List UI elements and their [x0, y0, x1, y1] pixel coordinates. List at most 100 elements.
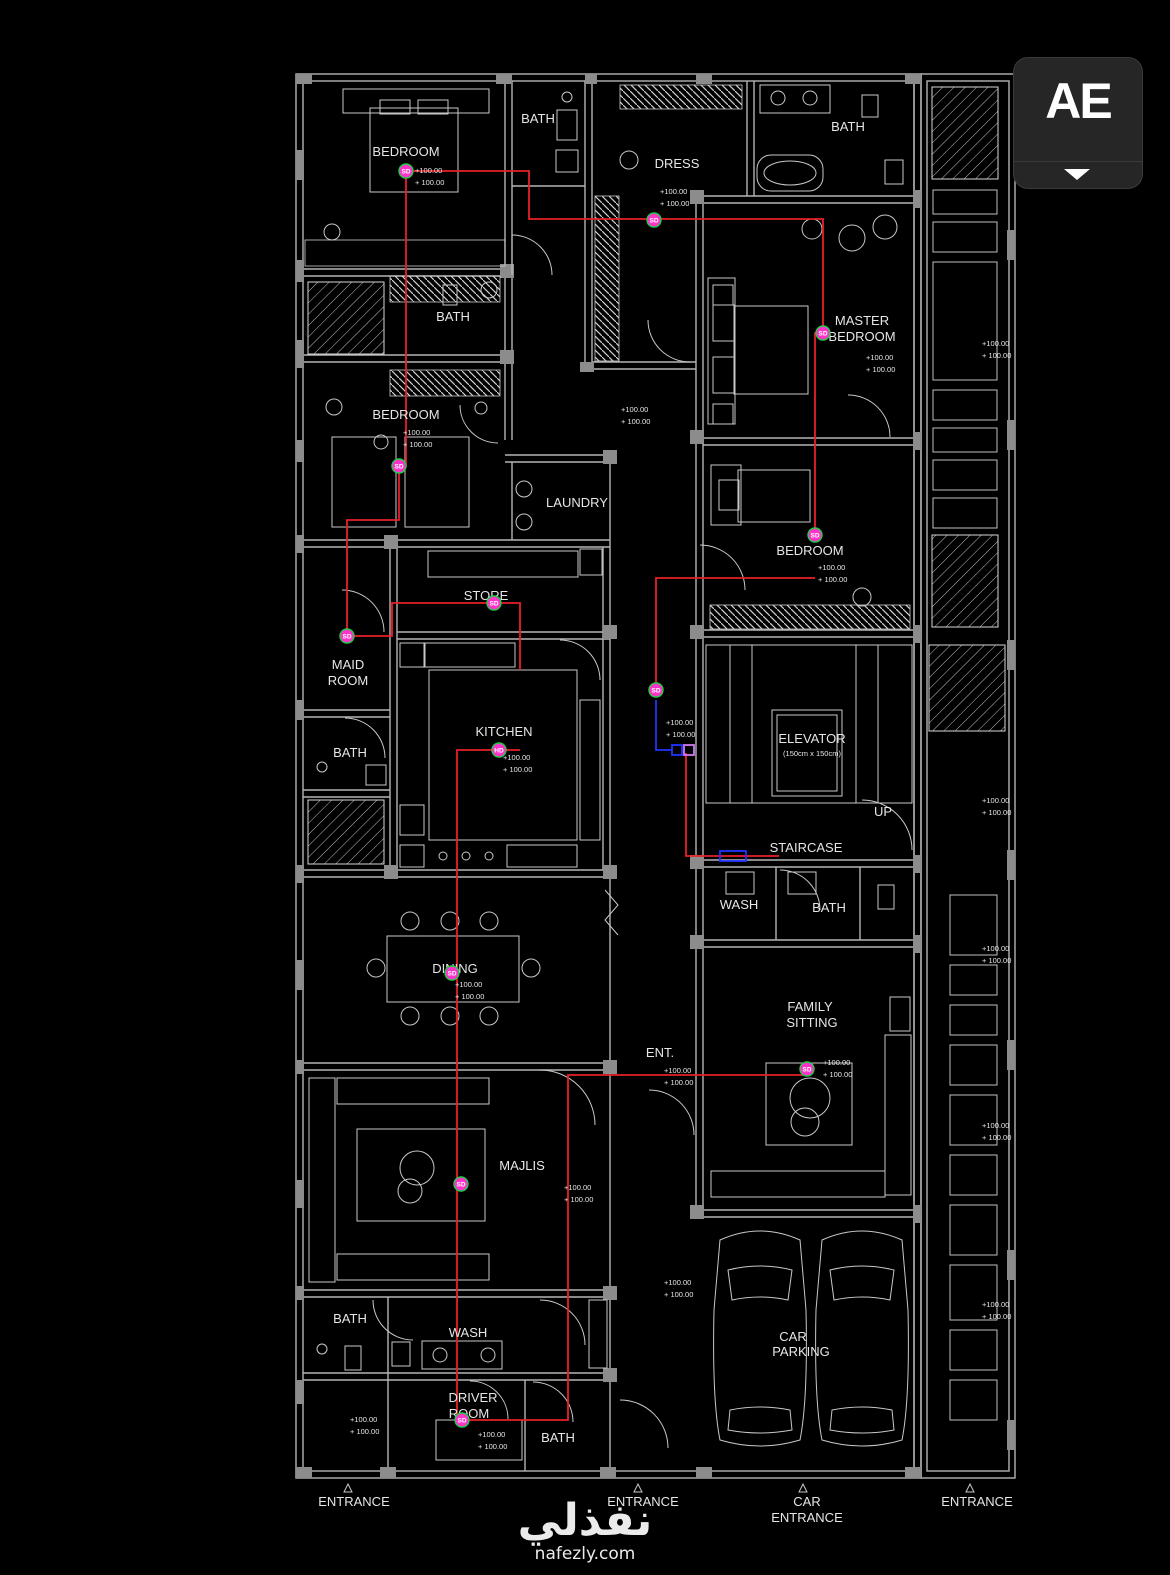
elevation-tag: +100.00 [621, 405, 648, 414]
room-label: WASH [449, 1325, 488, 1340]
elevation-tag: +100.00 [982, 796, 1009, 805]
chevron-down-icon[interactable] [1064, 169, 1090, 180]
app-badge[interactable]: AE [1014, 58, 1142, 188]
room-label: MASTER [835, 313, 889, 328]
smoke-detector: SD [807, 527, 823, 543]
room-label: UP [874, 804, 892, 819]
watermark: نفذلي nafezly.com [495, 1495, 675, 1565]
elevation-tag: + 100.00 [823, 1070, 852, 1079]
smoke-detector: SD [799, 1061, 815, 1077]
elevation-tag: + 100.00 [503, 765, 532, 774]
elevation-tag: + 100.00 [455, 992, 484, 1001]
room-label: DRESS [655, 156, 700, 171]
elevation-tag: +100.00 [982, 1300, 1009, 1309]
smoke-detector: SD [648, 682, 664, 698]
elevation-tag: + 100.00 [564, 1195, 593, 1204]
elevation-tags: +100.00 + 100.00 +100.00 + 100.00 +100.00 + 1… [350, 166, 1011, 1451]
room-label: CAR [779, 1329, 806, 1344]
room-label: KITCHEN [475, 724, 532, 739]
elevation-tag: +100.00 [664, 1278, 691, 1287]
elevation-tag: + 100.00 [415, 178, 444, 187]
detector-label: HD [494, 748, 504, 755]
elevation-tag: + 100.00 [982, 1133, 1011, 1142]
detector-icon [646, 212, 662, 228]
elevation-tag: + 100.00 [403, 440, 432, 449]
smoke-detector: SD [646, 212, 662, 228]
planter-areas [307, 86, 1006, 865]
smoke-detector: SD [453, 1176, 469, 1192]
room-label: SITTING [786, 1015, 837, 1030]
room-label: WASH [720, 897, 759, 912]
detector-icon [807, 527, 823, 543]
detector-label: SD [818, 331, 827, 338]
detector-icon [398, 163, 414, 179]
elevation-tag: + 100.00 [982, 808, 1011, 817]
elevation-tag: + 100.00 [664, 1290, 693, 1299]
room-label: BEDROOM [776, 543, 843, 558]
landscape-slabs [932, 189, 998, 1421]
elevation-tag: +100.00 [982, 1121, 1009, 1130]
room-label: MAID [332, 657, 365, 672]
detector-icon [339, 628, 355, 644]
elevation-tag: + 100.00 [621, 417, 650, 426]
fire-alarm-wiring [346, 170, 824, 1422]
room-label: PARKING [772, 1344, 830, 1359]
elevation-tag: +100.00 [866, 353, 893, 362]
elevation-tag: +100.00 [664, 1066, 691, 1075]
room-label: LAUNDRY [546, 495, 608, 510]
detector-icon [391, 458, 407, 474]
detector-label: SD [651, 688, 660, 695]
room-label: BATH [521, 111, 555, 126]
elevation-tag: +100.00 [455, 980, 482, 989]
room-label: BATH [436, 309, 470, 324]
elevation-tag: +100.00 [982, 944, 1009, 953]
detector-label: SD [457, 1418, 466, 1425]
room-label: BEDROOM [372, 144, 439, 159]
detector-icon [648, 682, 664, 698]
watermark-logo: نفذلي [517, 1495, 653, 1546]
wiring-segment-blue [655, 700, 747, 862]
room-label: BATH [333, 745, 367, 760]
detector-label: SD [447, 971, 456, 978]
elevation-tag: +100.00 [823, 1058, 850, 1067]
elevation-tag: + 100.00 [660, 199, 689, 208]
elevation-tag: +100.00 [818, 563, 845, 572]
detector-icon [444, 965, 460, 981]
room-label: BATH [541, 1430, 575, 1445]
smoke-detector: SD [815, 325, 831, 341]
room-label: BEDROOM [828, 329, 895, 344]
app-badge-expand[interactable] [1014, 161, 1142, 188]
detector-icon [486, 595, 502, 611]
room-label: ENT. [646, 1045, 674, 1060]
elevation-tag: +100.00 [350, 1415, 377, 1424]
entrance-label: ENTRANCE [318, 1494, 390, 1509]
elevation-tag: + 100.00 [478, 1442, 507, 1451]
detector-icon [453, 1176, 469, 1192]
smoke-detector: SD [398, 163, 414, 179]
detector-icon [815, 325, 831, 341]
room-label: FAMILY [787, 999, 833, 1014]
smoke-detector: SD [454, 1412, 470, 1428]
room-label: MAJLIS [499, 1158, 545, 1173]
entrance-label: ENTRANCE [941, 1494, 1013, 1509]
entrance-label: CAR [793, 1494, 820, 1509]
smoke-detector: SD [391, 458, 407, 474]
room-label: ELEVATOR [778, 731, 845, 746]
detector-label: SD [394, 464, 403, 471]
elevation-tag: +100.00 [415, 166, 442, 175]
elevation-tag: +100.00 [503, 753, 530, 762]
detector-icon [799, 1061, 815, 1077]
elevation-tag: + 100.00 [866, 365, 895, 374]
elevation-tag: + 100.00 [664, 1078, 693, 1087]
elevator-size-label: (150cm x 150cm) [783, 749, 841, 758]
elevation-tag: + 100.00 [818, 575, 847, 584]
room-label: BATH [333, 1311, 367, 1326]
elevation-tag: + 100.00 [666, 730, 695, 739]
smoke-detector: HD [491, 742, 507, 758]
elevation-tag: +100.00 [478, 1430, 505, 1439]
detector-label: SD [810, 533, 819, 540]
